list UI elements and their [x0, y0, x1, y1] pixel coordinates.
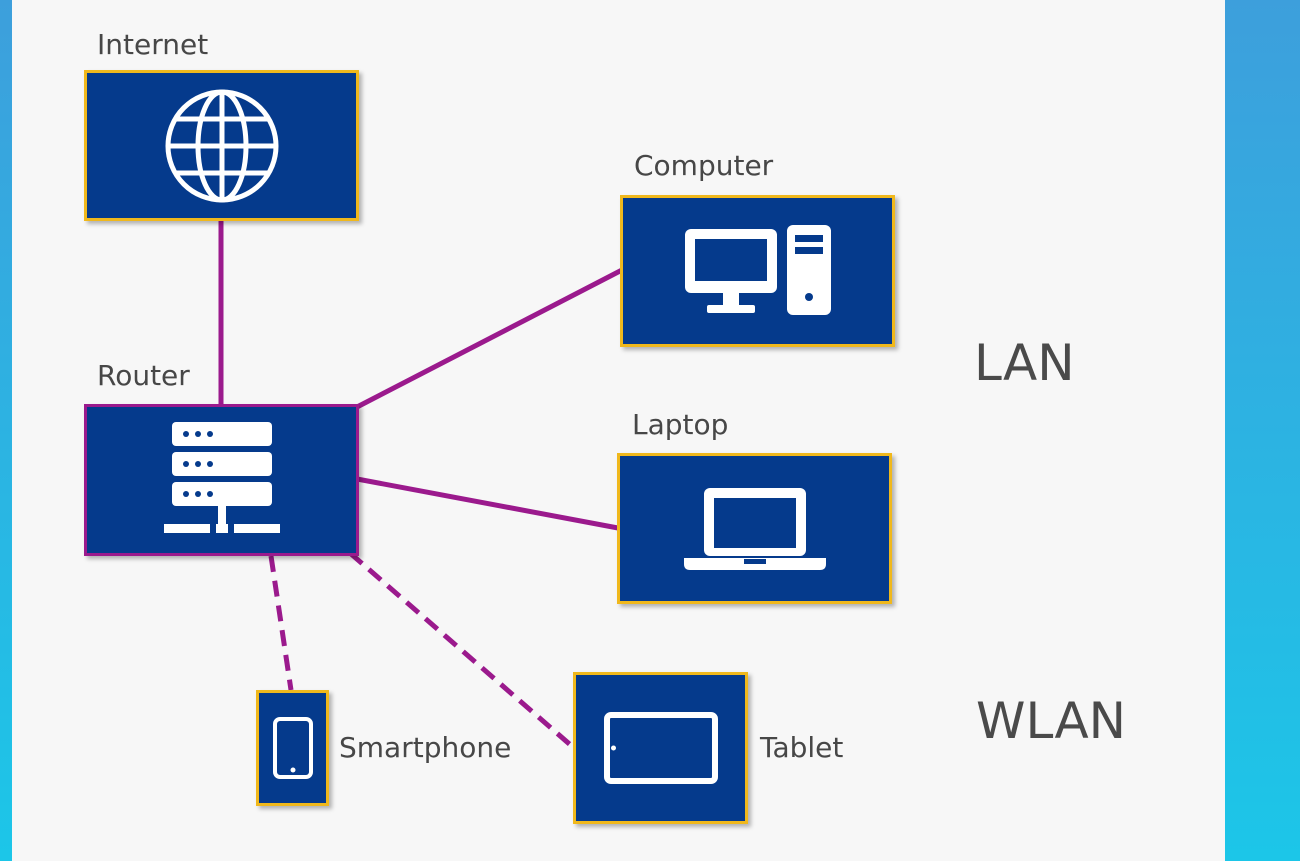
router-node [84, 404, 359, 556]
computer-node [620, 195, 895, 347]
smartphone-icon [272, 717, 313, 779]
left-edge-bar [0, 0, 12, 861]
internet-node [84, 70, 359, 221]
smartphone-label: Smartphone [339, 731, 512, 764]
server-icon [163, 422, 280, 533]
right-edge-bar [1225, 0, 1300, 861]
globe-icon [165, 89, 278, 202]
smartphone-node [256, 690, 329, 806]
desktop-computer-icon [684, 225, 831, 315]
link-router-laptop [356, 476, 619, 531]
laptop-node [617, 453, 892, 604]
router-label: Router [97, 359, 190, 392]
internet-label: Internet [97, 28, 209, 61]
computer-label: Computer [634, 149, 774, 182]
lan-zone-label: LAN [974, 334, 1075, 392]
link-router-tablet [348, 551, 576, 750]
laptop-icon [683, 487, 826, 570]
laptop-label: Laptop [632, 408, 729, 441]
wlan-zone-label: WLAN [976, 692, 1127, 750]
tablet-label: Tablet [760, 731, 844, 764]
link-router-computer [355, 267, 624, 410]
tablet-node [573, 672, 748, 824]
tablet-icon [603, 712, 718, 784]
link-router-smartphone [268, 555, 294, 691]
